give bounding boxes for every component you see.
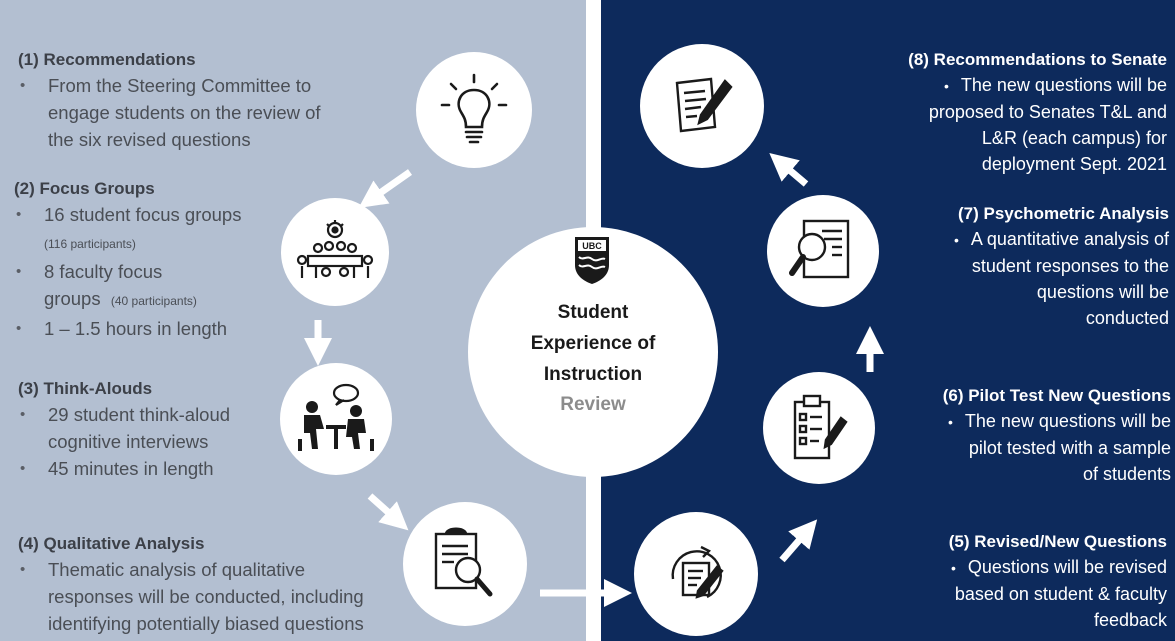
write-document-icon xyxy=(675,77,733,133)
center-title-line-3: Instruction xyxy=(543,364,643,385)
step-3: (3) Think-Alouds 29 student think-aloudc… xyxy=(18,377,308,482)
ubc-logo: UBC xyxy=(575,237,609,284)
arrow-3-4 xyxy=(367,493,409,531)
step-1-title: (1) Recommendations xyxy=(18,50,196,69)
center-title-line-1: Student xyxy=(557,302,629,323)
step-3-title: (3) Think-Alouds xyxy=(18,379,153,398)
lightbulb-icon xyxy=(440,73,508,144)
step-8: (8) Recommendations to Senate •The new q… xyxy=(827,48,1167,177)
step-8-title: (8) Recommendations to Senate xyxy=(908,50,1167,69)
conversation-icon xyxy=(298,383,374,451)
step-7-title: (7) Psychometric Analysis xyxy=(957,204,1169,223)
write-document-circle xyxy=(640,44,764,168)
step-4-title: (4) Qualitative Analysis xyxy=(18,534,205,553)
step-7: (7) Psychometric Analysis •A quantitativ… xyxy=(879,202,1169,331)
analysis-document-icon xyxy=(789,219,850,279)
center-subtitle: Review xyxy=(560,394,626,415)
meeting-icon xyxy=(296,220,374,278)
step-2-bullet-1: 16 student focus groups(116 participants… xyxy=(14,201,304,258)
step-6-title: (6) Pilot Test New Questions xyxy=(942,386,1171,405)
svg-text:UBC: UBC xyxy=(582,241,602,251)
step-5-title: (5) Revised/New Questions xyxy=(948,532,1167,551)
search-document-icon xyxy=(434,527,493,597)
analysis-document-circle xyxy=(767,195,879,307)
center-title-line-2: Experience of xyxy=(530,333,656,354)
lightbulb-circle xyxy=(416,52,532,168)
step-4-bullet: Thematic analysis of qualitativeresponse… xyxy=(18,556,438,637)
step-2-title: (2) Focus Groups xyxy=(14,179,155,198)
search-document-circle xyxy=(403,502,527,626)
arrow-5-6 xyxy=(779,519,818,563)
checklist-circle xyxy=(763,372,875,484)
edit-document-icon xyxy=(671,545,724,599)
arrow-1-2 xyxy=(358,169,413,209)
step-4: (4) Qualitative Analysis Thematic analys… xyxy=(18,532,438,637)
step-2: (2) Focus Groups 16 student focus groups… xyxy=(14,177,304,342)
arrow-7-8 xyxy=(769,152,809,187)
edit-document-circle xyxy=(634,512,758,636)
meeting-circle xyxy=(281,198,389,306)
conversation-circle xyxy=(280,363,392,475)
step-1: (1) Recommendations From the Steering Co… xyxy=(18,48,438,153)
step-2-bullet-3: 1 – 1.5 hours in length xyxy=(14,315,304,342)
step-6: (6) Pilot Test New Questions •The new qu… xyxy=(881,384,1171,487)
step-3-bullet-2: 45 minutes in length xyxy=(18,455,308,482)
step-5: (5) Revised/New Questions •Questions wil… xyxy=(877,530,1167,633)
center-circle: UBC Student Experience of Instruction Re… xyxy=(468,227,718,477)
checklist-icon xyxy=(793,394,848,460)
